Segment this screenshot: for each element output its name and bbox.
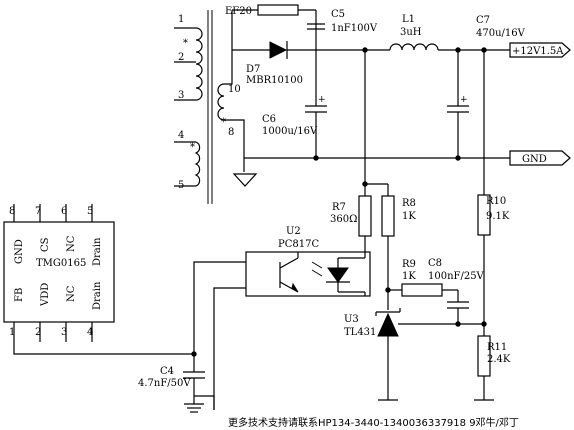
pin-label: 10 — [228, 84, 241, 95]
ic-pin-number: 7 — [35, 206, 41, 217]
ground-symbol — [184, 403, 204, 413]
optocoupler-light-arrows — [311, 261, 323, 277]
ic-pin-label: NC — [66, 285, 77, 302]
resistor-snubber — [257, 4, 299, 16]
controller-ic-tmg0165 — [3, 204, 115, 342]
primary-winding — [195, 27, 203, 101]
r10-ref: R10 — [486, 196, 506, 207]
ic-pin-label: CS — [40, 237, 51, 252]
c5-value: 1nF100V — [331, 23, 378, 34]
wire — [193, 261, 246, 372]
capacitor-c8 — [447, 301, 469, 309]
junction — [455, 321, 461, 327]
ic-pin-label: FB — [14, 288, 25, 302]
u3-value: TL431 — [344, 327, 376, 338]
u3-ref: U3 — [344, 314, 359, 325]
ic-pin-number: 3 — [61, 327, 67, 338]
r7-ref: R7 — [332, 202, 346, 213]
r9-ref: R9 — [402, 259, 416, 270]
footer-contact-text: 更多技术支持请联系HP134-3440-1340036337918 9邓牛/邓丁 — [228, 416, 519, 429]
pin-label: 1 — [178, 14, 184, 25]
inductor-l1 — [389, 43, 439, 51]
r11-ref: R11 — [487, 342, 507, 353]
ic-part-name: TMG0165 — [36, 258, 86, 269]
transformer-name: EF20 — [225, 6, 252, 17]
resistor-r9 — [401, 283, 443, 297]
ic-pin-label: NC — [66, 235, 77, 252]
u2-ref: U2 — [286, 226, 301, 237]
c7-ref: C7 — [476, 15, 490, 26]
ground-symbol — [232, 173, 258, 187]
polarity-dot: * — [190, 142, 195, 153]
r8-value: 1K — [402, 211, 416, 222]
junction — [455, 155, 461, 161]
optocoupler-led — [326, 252, 366, 293]
ic-pin-number: 5 — [87, 206, 93, 217]
ic-pin-number: 4 — [87, 327, 93, 338]
resistor-r7 — [358, 195, 372, 237]
c8-ref: C8 — [428, 258, 442, 269]
c8-value: 100nF/25V — [428, 271, 485, 282]
capacitor-c5 — [307, 23, 325, 30]
r10-value: 9.1K — [486, 211, 510, 222]
ground-net-tag — [509, 150, 571, 166]
c6-ref: C6 — [262, 114, 276, 125]
aux-winding — [194, 141, 201, 187]
output-net-tag — [509, 42, 571, 58]
wire — [13, 342, 194, 355]
pin-label: 2 — [178, 52, 184, 63]
output-net-label: +12V1.5A — [512, 46, 564, 57]
r7-value: 360Ω — [330, 214, 357, 225]
c7-value: 470u/16V — [476, 28, 526, 39]
svg-text:+: + — [318, 95, 326, 105]
svg-text:+: + — [460, 95, 468, 105]
ic-pin-number: 1 — [9, 327, 15, 338]
d7-ref: D7 — [246, 64, 260, 75]
r11-value: 2.4K — [487, 354, 511, 365]
pin-label: 4 — [178, 130, 184, 141]
l1-value: 3uH — [400, 27, 422, 38]
ic-pin-label: Drain — [92, 237, 103, 266]
secondary-winding — [217, 83, 225, 121]
ic-pin-label: Drain — [92, 281, 103, 310]
junction — [191, 351, 197, 357]
polarity-dot: * — [221, 117, 226, 128]
c6-value: 1000u/16V — [262, 126, 318, 137]
ic-pin-label: VDD — [40, 283, 51, 307]
u2-value: PC817C — [278, 239, 319, 250]
r8-ref: R8 — [402, 198, 416, 209]
ic-pin-number: 6 — [61, 206, 67, 217]
wire — [224, 119, 245, 158]
pin-label: 5 — [178, 180, 184, 191]
r9-value: 1K — [402, 271, 416, 282]
pin-label: 3 — [178, 90, 184, 101]
c4-value: 4.7nF/50V — [138, 378, 191, 389]
ic-pin-number: 8 — [9, 206, 15, 217]
d7-value: MBR10100 — [246, 75, 303, 86]
ic-pin-number: 2 — [35, 327, 41, 338]
diode-d7 — [269, 41, 288, 59]
junction — [313, 155, 319, 161]
c5-ref: C5 — [331, 9, 345, 20]
l1-ref: L1 — [402, 14, 415, 25]
wire — [224, 50, 233, 85]
ic-pin-label: GND — [14, 239, 25, 264]
polarity-dot: * — [183, 38, 188, 49]
resistor-r8 — [381, 195, 395, 237]
ground-net-label: GND — [522, 154, 547, 165]
optocoupler-u2 — [245, 251, 371, 297]
pin-label: 8 — [228, 127, 234, 138]
wire — [213, 287, 246, 410]
c4-ref: C4 — [160, 366, 174, 377]
optocoupler-transistor — [279, 257, 299, 293]
transformer-ef20: EF20 1 2 3 4 5 8 10 * * * — [174, 6, 252, 204]
shunt-regulator-u3 — [375, 308, 401, 337]
